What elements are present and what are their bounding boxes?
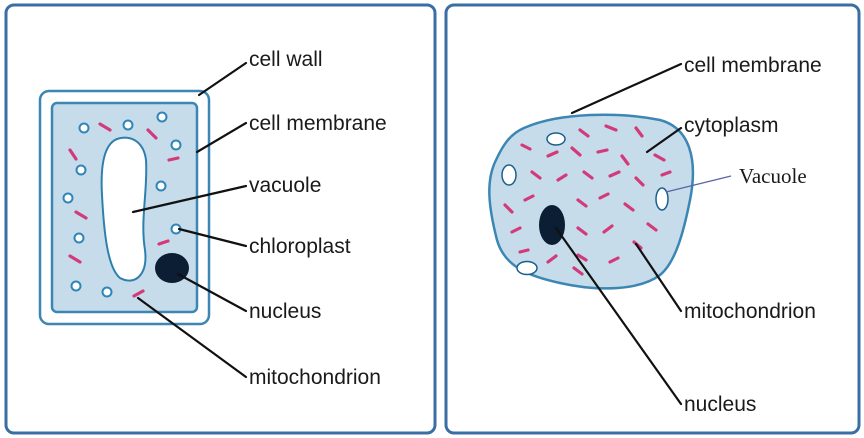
chloroplast bbox=[103, 288, 112, 297]
chloroplast bbox=[77, 166, 86, 175]
chloroplast bbox=[75, 234, 84, 243]
chloroplast bbox=[158, 113, 167, 122]
label-nucleus: nucleus bbox=[684, 393, 756, 416]
label-mitochondrion: mitochondrion bbox=[684, 300, 816, 323]
vacuole bbox=[517, 262, 537, 275]
mitochondrion bbox=[520, 250, 528, 252]
label-cell-membrane: cell membrane bbox=[684, 54, 822, 77]
plant-nucleus bbox=[155, 253, 189, 283]
mitochondrion bbox=[598, 150, 607, 152]
label-chloroplast: chloroplast bbox=[249, 235, 351, 258]
label-cytoplasm: cytoplasm bbox=[684, 114, 779, 137]
label-nucleus: nucleus bbox=[249, 300, 321, 323]
label-vacuole: vacuole bbox=[249, 174, 321, 197]
chloroplast bbox=[124, 121, 133, 130]
vacuole bbox=[547, 133, 565, 145]
vacuole bbox=[656, 188, 668, 210]
mitochondrion bbox=[169, 158, 178, 160]
label-cell-wall: cell wall bbox=[249, 48, 323, 71]
plant-cell-panel: cell wall cell membrane vacuole chloropl… bbox=[6, 5, 435, 433]
label-vacuole: Vacuole bbox=[739, 164, 807, 188]
chloroplast bbox=[172, 141, 181, 150]
label-cell-membrane: cell membrane bbox=[249, 112, 387, 135]
animal-nucleus bbox=[539, 205, 565, 245]
chloroplast bbox=[157, 182, 166, 191]
chloroplast bbox=[72, 282, 81, 291]
label-mitochondrion: mitochondrion bbox=[249, 366, 381, 389]
chloroplast bbox=[64, 194, 73, 203]
vacuole bbox=[502, 165, 516, 185]
animal-cell-panel: cell membrane cytoplasm Vacuole mitochon… bbox=[446, 5, 859, 433]
chloroplast bbox=[80, 124, 89, 133]
